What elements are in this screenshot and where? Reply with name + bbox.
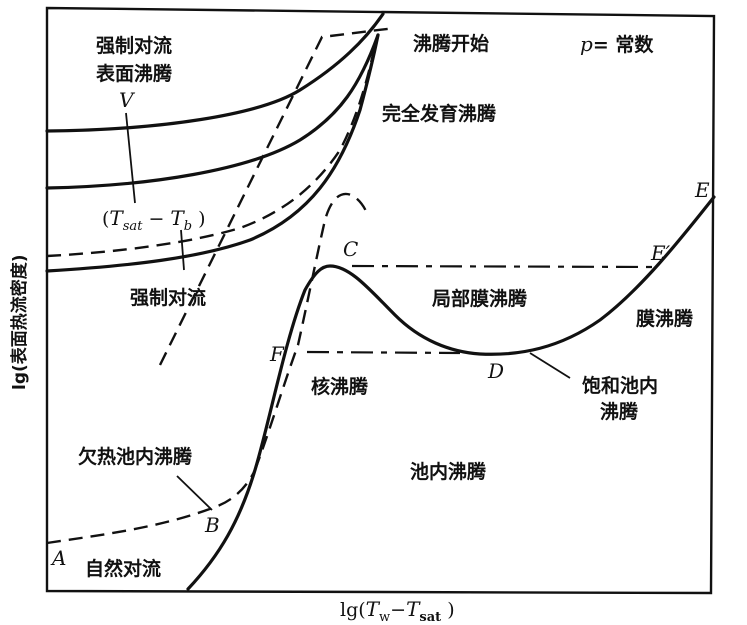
nucleate-dashed-curve <box>253 192 370 471</box>
point-E: E <box>694 178 710 202</box>
label-pool-boiling: 池内沸腾 <box>410 460 487 483</box>
point-E-prime: E′ <box>650 241 671 265</box>
point-A: A <box>50 546 66 570</box>
label-fully-developed-boiling: 完全发育沸腾 <box>382 102 497 125</box>
label-subcooling: (Tsat − Tb ) <box>102 206 206 234</box>
boiling-onset-dashed-line <box>158 26 396 366</box>
point-F: F <box>269 342 285 366</box>
label-natural-convection: 自然对流 <box>85 557 161 580</box>
forced-convection-curve-mid-velocity <box>45 33 380 190</box>
label-forced-conv-surface-boiling-2: 表面沸腾 <box>96 62 173 85</box>
subcooled-pool-boiling-leader <box>176 475 213 511</box>
V-leader-line <box>125 112 136 204</box>
label-pressure-constant: p= 常数 <box>580 32 654 56</box>
label-partial-film-boiling: 局部膜沸腾 <box>432 287 528 310</box>
C-to-E-prime-line <box>351 264 653 269</box>
label-nucleate-boiling: 核沸腾 <box>311 375 369 398</box>
x-axis-label: lg(Tw−Tsat ) <box>340 597 455 625</box>
saturated-pool-boiling-leader <box>529 352 571 379</box>
label-saturated-pool-boiling-1: 饱和池内 <box>582 374 658 397</box>
label-V: V <box>119 88 136 112</box>
forced-convection-dashed-boundary <box>46 39 378 258</box>
point-D: D <box>487 359 504 383</box>
forced-convection-curve-high-velocity <box>45 12 385 133</box>
plot-frame <box>45 6 716 595</box>
y-axis-label: lg(表面热流密度) <box>9 254 30 390</box>
label-boiling-onset: 沸腾开始 <box>413 32 489 55</box>
label-saturated-pool-boiling-2: 沸腾 <box>600 400 639 423</box>
F-to-D-line <box>306 350 461 355</box>
label-forced-conv-surface-boiling-1: 强制对流 <box>96 34 172 57</box>
label-forced-convection: 强制对流 <box>130 286 206 309</box>
forced-convection-curve-low-velocity <box>45 33 380 273</box>
point-B: B <box>204 513 220 537</box>
subcool-leader-line <box>180 229 185 271</box>
label-subcooled-pool-boiling: 欠热池内沸腾 <box>78 445 193 468</box>
subcooled-pool-boiling-dashed-curve <box>46 469 257 545</box>
point-C: C <box>343 237 358 261</box>
label-film-boiling: 膜沸腾 <box>635 307 694 330</box>
